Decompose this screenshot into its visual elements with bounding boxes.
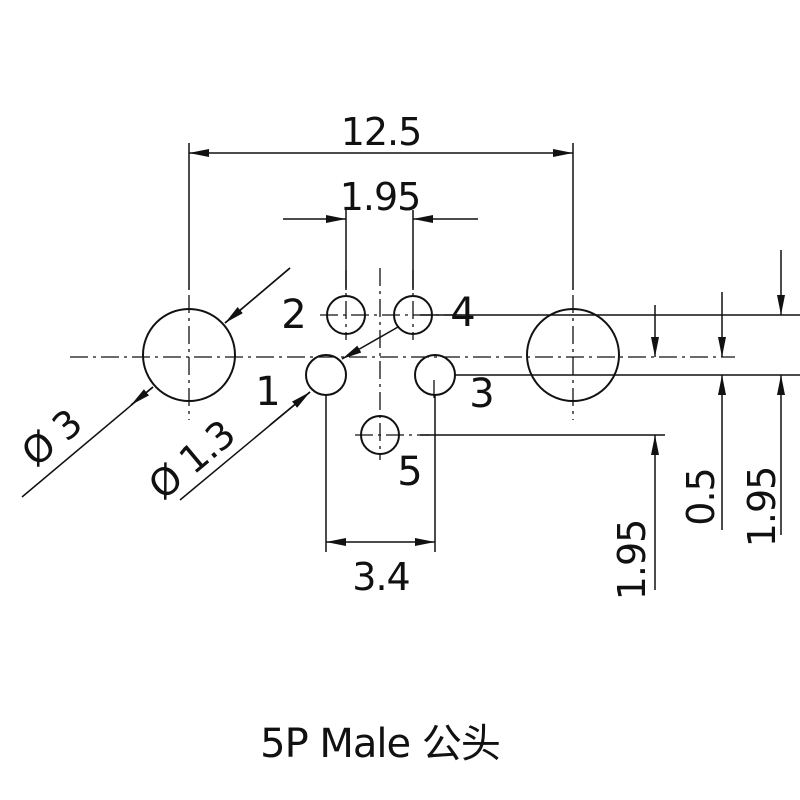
pin-label-5: 5 [397, 449, 422, 495]
pin-1-hole [305, 354, 347, 396]
pin-3-hole [414, 354, 456, 396]
dim-pin-spacing-top: 1.95 [283, 175, 478, 290]
dim-pin5-offset: 1.95 [610, 305, 659, 601]
dim-label-pin5-offset: 1.95 [610, 520, 654, 601]
pin-label-1: 1 [255, 369, 280, 415]
dim-right-extensions [420, 314, 800, 436]
pin-label-4: 4 [450, 290, 475, 336]
pin-label-2: 2 [281, 292, 306, 338]
dim-label-overall: 12.5 [341, 110, 422, 154]
dim-label-top-offset: 1.95 [740, 467, 784, 548]
pin-2-hole [326, 295, 366, 335]
dim-label-top-spacing: 1.95 [340, 175, 421, 219]
dim-label-centerline-offset: 0.5 [679, 468, 723, 525]
left-mounting-hole [142, 308, 236, 402]
right-mounting-hole [526, 308, 620, 402]
pin-label-3: 3 [469, 371, 494, 417]
center-lines [70, 268, 735, 460]
dim-label-large-diameter: Ø 3 [13, 401, 90, 475]
dim-overall-width: 12.5 [188, 110, 574, 290]
dim-centerline-offset: 0.5 [679, 292, 726, 530]
dim-pin-spacing-bottom: 3.4 [325, 395, 436, 599]
dim-top-offset: 1.95 [740, 250, 785, 548]
dim-label-bottom-spacing: 3.4 [352, 555, 409, 599]
drawing-caption: 5P Male 公头 [260, 721, 500, 767]
pin-5-hole [360, 415, 400, 455]
dim-pin-diameter: Ø 1.3 [140, 326, 399, 508]
